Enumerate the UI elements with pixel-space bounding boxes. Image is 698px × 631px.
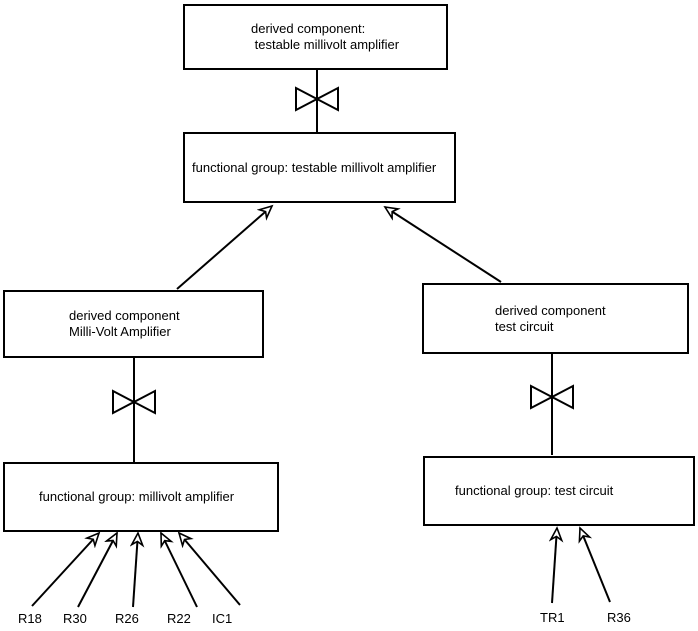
node-text: Milli-Volt Amplifier	[69, 324, 171, 339]
leaf-label-r30: R30	[63, 611, 87, 626]
bowtie-icon	[295, 86, 339, 112]
node-derived-millivolt-amplifier: derived component Milli-Volt Amplifier	[3, 290, 264, 358]
leaf-label-tr1: TR1	[540, 610, 565, 625]
node-text: derived component:	[251, 21, 366, 36]
edge-r22-to-fg-mv	[160, 533, 198, 608]
leaf-label-r18: R18	[18, 611, 42, 626]
node-derived-test-circuit: derived component test circuit	[422, 283, 689, 354]
edge-tr1-to-fg-tc	[552, 528, 557, 604]
bowtie-icon	[530, 384, 574, 410]
edge-derived-mv-to-fg-testable	[176, 206, 272, 290]
leaf-label-ic1: IC1	[212, 611, 233, 626]
leaf-label-r36: R36	[607, 610, 631, 625]
node-fg-test-circuit: functional group: test circuit	[423, 456, 695, 526]
bowtie-icon	[112, 389, 156, 415]
node-text: functional group: testable millivolt amp…	[192, 159, 437, 175]
node-fg-testable-amplifier: functional group: testable millivolt amp…	[183, 132, 456, 203]
edge-r30-to-fg-mv	[77, 533, 117, 608]
edge-r18-to-fg-mv	[31, 533, 99, 607]
node-text: derived component	[69, 308, 180, 323]
edge-r36-to-fg-tc	[580, 528, 611, 603]
node-text: functional group: millivolt amplifier	[39, 489, 235, 504]
node-text: testable millivolt amplifier	[251, 37, 400, 52]
leaf-label-r26: R26	[115, 611, 139, 626]
leaf-label-r22: R22	[167, 611, 191, 626]
node-text: test circuit	[495, 318, 554, 334]
node-derived-testable-amplifier: derived component: testable millivolt am…	[183, 4, 448, 70]
node-text: derived component	[495, 302, 606, 318]
edge-derived-tc-to-fg-testable	[385, 207, 502, 283]
node-text: functional group: test circuit	[455, 483, 614, 498]
edge-ic1-to-fg-mv	[179, 533, 241, 606]
edge-r26-to-fg-mv	[133, 533, 138, 608]
node-fg-millivolt-amplifier: functional group: millivolt amplifier	[3, 462, 279, 532]
